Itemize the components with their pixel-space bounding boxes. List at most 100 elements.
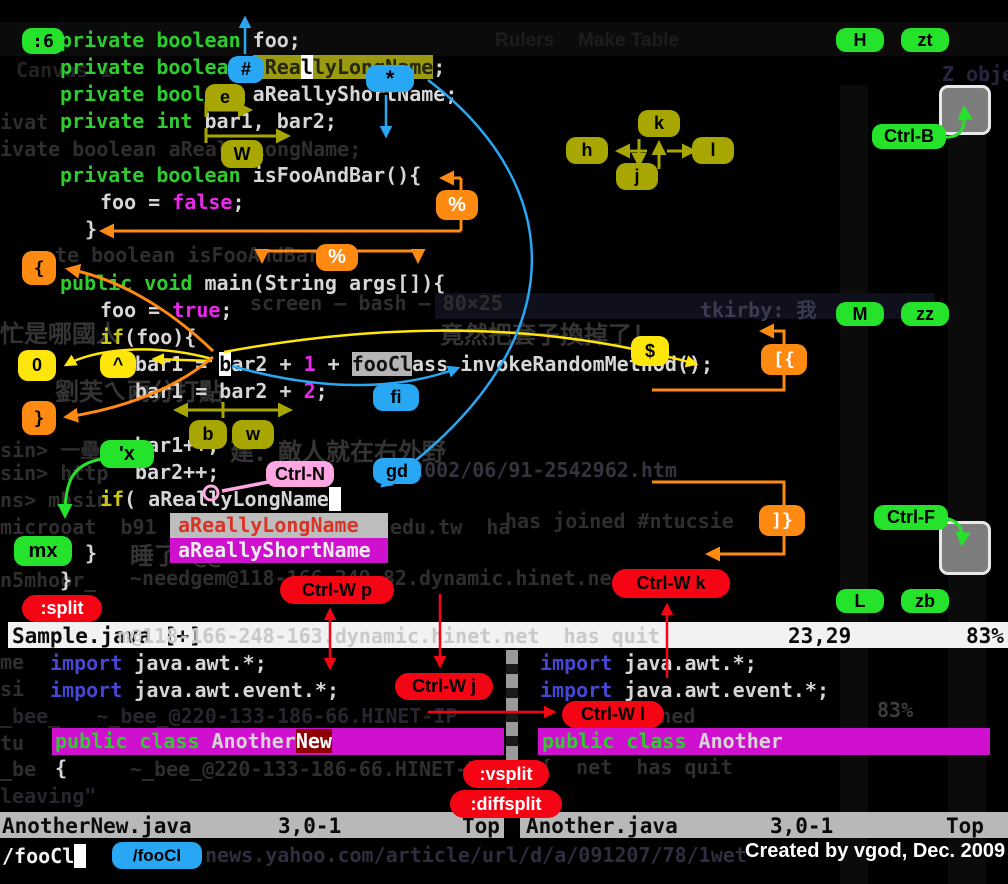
code-line[interactable]: import java.awt.*; <box>540 650 757 677</box>
code-text: ; <box>220 298 233 322</box>
badge-find-char: fi <box>373 384 419 411</box>
statusline-cursor-pos: 23,29 <box>788 624 852 648</box>
arrow-zero-motion <box>63 348 213 367</box>
completion-item-selected[interactable]: aReallyLongName <box>170 513 388 538</box>
code-text: isFooAndBar(){ <box>252 163 422 187</box>
code-line[interactable]: import java.awt.event.*; <box>50 677 339 704</box>
ghost-text: _be <box>0 757 37 781</box>
code-keyword: public class <box>55 729 212 753</box>
ghost-text: edu.tw ha <box>390 515 511 539</box>
code-text: ; <box>232 190 245 214</box>
circle-ctrl-n-target <box>202 484 220 502</box>
code-line[interactable]: if( aReallyLongName <box>100 486 341 513</box>
cursor-block <box>74 844 87 868</box>
vim-command-line[interactable]: /fooCl <box>2 843 87 870</box>
code-line[interactable]: } <box>85 216 97 243</box>
arrow-caret-motion <box>151 353 213 366</box>
code-line[interactable]: } <box>60 567 72 594</box>
code-keyword: import <box>50 678 123 702</box>
code-text: java.awt.event.*; <box>612 678 829 702</box>
code-line[interactable]: { <box>55 755 67 782</box>
badge-word-back: b <box>189 420 227 449</box>
code-line[interactable]: public class Another <box>542 728 783 755</box>
badge-next-paragraph: } <box>22 401 56 435</box>
code-value: 2 <box>303 379 316 403</box>
badge-window-down: Ctrl-W j <box>395 673 493 700</box>
code-line[interactable]: if(foo){ <box>100 324 196 351</box>
badge-goto-definition: gd <box>373 458 421 484</box>
ghost-text: 忙是哪國人 <box>0 320 120 348</box>
statusline-scroll-pct: 83% <box>966 624 1004 648</box>
ghost-text: tu <box>0 731 25 755</box>
code-line[interactable]: public class AnotherNew <box>55 728 332 755</box>
code-text: (foo){ <box>124 325 197 349</box>
arrow-dollar-motion <box>223 329 699 368</box>
badge-search-word-forward: * <box>366 65 414 92</box>
badge-move-up: k <box>638 110 680 137</box>
code-text: { <box>55 756 68 780</box>
code-keyword: public class <box>542 729 699 753</box>
yellow-motion-arrows <box>63 329 699 368</box>
badge-set-mark: mx <box>14 536 72 566</box>
code-text: } <box>85 541 98 565</box>
statusline-anothernew-java[interactable] <box>0 812 504 838</box>
code-text: main(String args[]){ <box>204 271 446 295</box>
badge-word-forward: w <box>232 420 274 449</box>
ghost-menu-item: Make Table <box>578 30 680 51</box>
ghost-text: screen — bash — 80×25 <box>250 291 503 315</box>
badge-screen-top: H <box>836 28 884 52</box>
ghost-text: si <box>0 677 25 701</box>
ghost-text: me <box>0 650 25 674</box>
search-highlight: fooCl <box>351 352 412 376</box>
badge-goto-mark: 'x <box>100 440 154 468</box>
badge-vsplit-command: :vsplit <box>463 760 549 788</box>
badge-word-end: e <box>205 84 245 111</box>
green-jump-arrows <box>57 105 973 547</box>
badge-window-up: Ctrl-W k <box>612 569 730 598</box>
completion-item[interactable]: aReallyShortName <box>170 538 388 563</box>
statusline-sample-java[interactable] <box>8 622 1008 648</box>
badge-move-right: l <box>692 137 734 164</box>
code-line[interactable]: import java.awt.*; <box>50 650 267 677</box>
statusline-scroll-pos: Top <box>946 814 984 838</box>
blue-search-arrows <box>231 15 534 488</box>
code-text: java.awt.event.*; <box>122 678 339 702</box>
ghost-text: _bee_ ~_bee_@220-133-186-66.HINET-IP <box>0 704 458 728</box>
badge-move-down: j <box>616 163 658 190</box>
code-keyword: if <box>100 325 125 349</box>
code-text: } <box>60 568 73 592</box>
code-line[interactable]: import java.awt.event.*; <box>540 677 829 704</box>
code-text: ar2 + <box>231 352 304 376</box>
badge-match-paren: % <box>316 244 358 271</box>
code-keyword: private boolean <box>60 28 253 52</box>
arrow-star-occurrence <box>379 79 534 488</box>
badge-match-brace: % <box>436 190 478 220</box>
red-window-arrows <box>323 594 674 719</box>
badge-search-command: /fooCl <box>112 842 202 869</box>
badge-move-left: h <box>566 137 608 164</box>
statusline-another-java[interactable] <box>520 812 1008 838</box>
ghost-text: ivat <box>0 110 49 134</box>
code-text: ( aReallyLongName <box>124 487 329 511</box>
ghost-text: /2002/06/91-2542962.htm <box>400 458 677 482</box>
code-text: java.awt.*; <box>122 651 267 675</box>
code-text: + <box>315 352 352 376</box>
badge-line-end: $ <box>631 336 669 366</box>
code-line[interactable]: private int bar1, bar2; <box>60 108 337 135</box>
badge-scroll-bottom: zb <box>901 589 949 613</box>
arrow-next-paragraph <box>63 355 214 423</box>
code-line[interactable]: private boolean foo; <box>60 27 301 54</box>
code-keyword: private boolean <box>60 55 253 79</box>
code-line[interactable]: foo = true; <box>100 297 232 324</box>
statusline-scroll-pos: Top <box>462 814 500 838</box>
statusline-filename: Sample.java [+] <box>12 624 202 648</box>
statusline-cursor-pos: 3,0-1 <box>770 814 834 838</box>
ghost-text: tkirby: 我 <box>700 298 817 322</box>
code-line[interactable]: foo = false; <box>100 189 245 216</box>
code-line[interactable]: } <box>85 540 97 567</box>
code-line[interactable]: private boolean isFooAndBar(){ <box>60 162 421 189</box>
code-keyword: import <box>540 678 613 702</box>
badge-diffsplit-command: :diffsplit <box>450 790 562 818</box>
code-text: java.awt.*; <box>612 651 757 675</box>
code-keyword: import <box>50 651 123 675</box>
